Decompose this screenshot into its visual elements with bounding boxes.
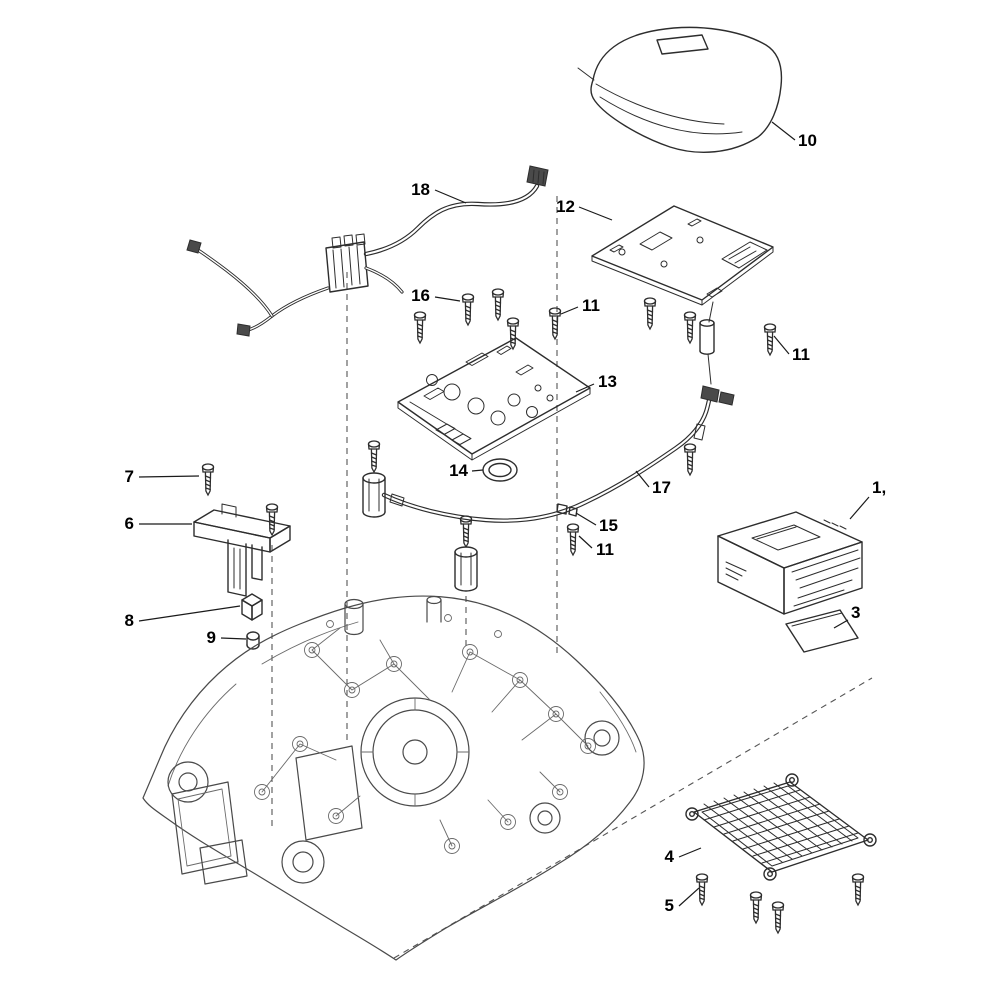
callout-10: 10 xyxy=(798,131,817,150)
callout-18: 18 xyxy=(411,180,430,199)
part-8-block xyxy=(241,593,263,621)
screw-icon xyxy=(367,440,381,473)
part-9-pin xyxy=(246,631,260,650)
callout-16: 16 xyxy=(411,286,430,305)
callout-7: 7 xyxy=(125,467,134,486)
screw-icon-part-5 xyxy=(851,873,865,906)
screw-icon-part-7 xyxy=(201,463,215,496)
screw-icon-part-5 xyxy=(749,891,763,924)
sensor-cylinder xyxy=(362,440,386,518)
callout-5: 5 xyxy=(665,896,674,915)
screw-icon-part-11 xyxy=(566,523,580,556)
screw-icon xyxy=(265,503,279,536)
part-18-wiring-harness xyxy=(186,165,549,337)
harness-contact-block xyxy=(325,233,369,293)
chassis-pockets xyxy=(171,745,363,885)
cable-connector-icon xyxy=(700,385,720,403)
callout-12: 12 xyxy=(556,197,575,216)
part-4-grate xyxy=(685,773,877,881)
callout-11c: 11 xyxy=(596,540,614,559)
part-10-top-cover xyxy=(577,26,783,153)
callout-15: 15 xyxy=(599,516,618,535)
screw-icon-part-11 xyxy=(763,323,777,356)
screw-icon-part-11 xyxy=(548,307,562,340)
screw-icon xyxy=(506,317,520,350)
screw-icon-part-5 xyxy=(771,901,785,934)
callout-17: 17 xyxy=(652,478,671,497)
part-5-screws xyxy=(695,873,865,934)
callout-14: 14 xyxy=(449,461,468,480)
leader-lines xyxy=(138,121,870,907)
screw-icon xyxy=(683,443,697,476)
standoff-sleeve xyxy=(699,301,715,385)
callout-11b: 11 xyxy=(792,345,810,364)
part-3-label-card xyxy=(785,609,859,653)
callout-3: 3 xyxy=(851,603,860,622)
part-14-o-ring xyxy=(482,458,518,482)
chassis-ribs xyxy=(261,627,589,847)
screw-icon xyxy=(459,515,473,548)
callout-9: 9 xyxy=(207,628,216,647)
part-15-clip xyxy=(556,503,578,517)
callout-1: 1, xyxy=(872,478,886,497)
part-6-bracket xyxy=(193,503,291,597)
part-13-circuit-board xyxy=(397,337,591,461)
harness-terminal-icon xyxy=(236,323,251,337)
chassis-housing xyxy=(142,595,645,961)
screw-icon xyxy=(683,311,697,344)
harness-terminal-icon xyxy=(186,239,202,254)
callout-11a: 11 xyxy=(582,296,600,315)
part-17-cable xyxy=(362,385,735,592)
part-1-battery xyxy=(717,511,863,615)
screw-icon xyxy=(643,297,657,330)
screw-icon xyxy=(491,288,505,321)
screw-icon-part-16 xyxy=(461,293,475,326)
callout-6: 6 xyxy=(125,514,134,533)
callout-labels: 10 12 18 16 11 11 13 14 17 15 11 7 6 8 9… xyxy=(125,131,887,915)
screw-icon xyxy=(413,311,427,344)
chassis-bosses xyxy=(254,614,596,854)
callout-8: 8 xyxy=(125,611,134,630)
callout-13: 13 xyxy=(598,372,617,391)
alignment-dashed-lines xyxy=(271,196,873,959)
part-12-circuit-board xyxy=(591,205,774,306)
chassis-center-ring xyxy=(360,697,470,807)
callout-4: 4 xyxy=(665,847,675,866)
chassis-post xyxy=(344,595,442,636)
cable-connector-icon xyxy=(718,391,735,406)
chassis-mount-rings xyxy=(167,720,620,884)
sensor-cylinder xyxy=(454,515,478,592)
screw-cluster xyxy=(413,288,777,556)
